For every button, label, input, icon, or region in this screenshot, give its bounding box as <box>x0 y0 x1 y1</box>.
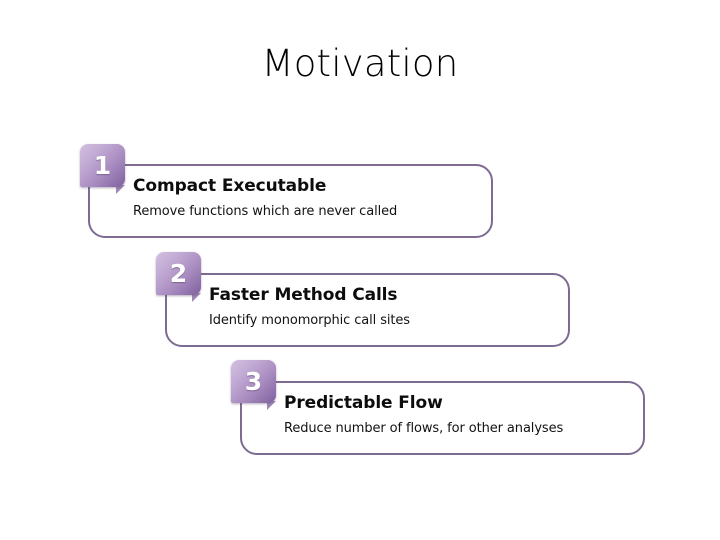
badge-shadow-tail-3 <box>267 401 276 410</box>
callout-number-label-2: 2 <box>169 259 188 288</box>
callout-number-badge-2: 2 <box>156 252 201 295</box>
callout-number-label-3: 3 <box>244 367 263 396</box>
badge-shadow-tail-2 <box>192 293 201 302</box>
page-title: Motivation <box>261 42 459 85</box>
badge-shadow-tail-1 <box>116 185 125 194</box>
callout-box-3 <box>240 381 645 455</box>
callout-number-label-1: 1 <box>93 151 112 180</box>
callout-box-2 <box>165 273 570 347</box>
callout-number-badge-1: 1 <box>80 144 125 187</box>
callout-number-badge-3: 3 <box>231 360 276 403</box>
callout-box-1 <box>88 164 493 238</box>
